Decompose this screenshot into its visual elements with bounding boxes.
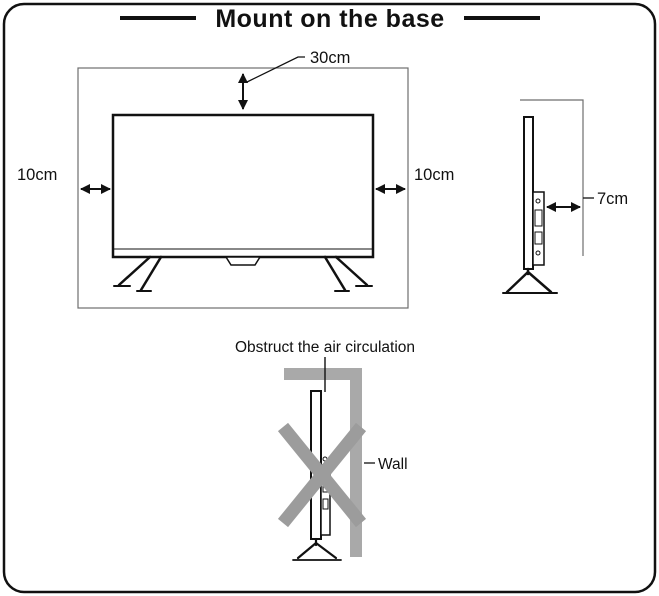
tv-center-tab — [224, 256, 262, 266]
warning-caption: Obstruct the air circulation — [235, 339, 415, 356]
cross-mark — [277, 422, 367, 528]
cross-line-2 — [277, 422, 367, 528]
warning-tv-stand — [292, 537, 342, 561]
front-tv — [111, 113, 375, 292]
right-clearance-label: 10cm — [414, 166, 454, 184]
wall-vertical-bar — [350, 368, 362, 557]
side-view: 7cm — [502, 99, 628, 294]
side-tv-panel — [523, 116, 534, 270]
side-tv-detail-port2 — [534, 231, 543, 245]
rear-clearance-label: 7cm — [597, 190, 628, 208]
top-clearance-dimension: 30cm — [238, 49, 350, 110]
tv-screen — [111, 113, 375, 259]
top-clearance-label: 30cm — [310, 49, 350, 67]
side-tv-detail-port — [534, 209, 543, 227]
top-clearance-leader-line — [246, 56, 305, 83]
side-tv — [502, 116, 558, 294]
side-tv-detail-dot2 — [535, 250, 541, 256]
tv-left-foot — [113, 255, 163, 292]
wall-label-group: Wall — [364, 456, 408, 473]
wall-label: Wall — [378, 456, 408, 473]
front-view: 30cm 10cm 10cm — [17, 49, 454, 309]
left-clearance-dimension: 10cm — [17, 166, 111, 194]
right-clearance-dimension: 10cm — [375, 166, 454, 194]
wall-top-bar — [284, 368, 362, 380]
left-clearance-label: 10cm — [17, 166, 57, 184]
warning-view: Obstruct the air circulation — [235, 339, 415, 561]
title: Mount on the base — [120, 5, 540, 33]
front-clearance-boundary — [77, 67, 409, 309]
warning-tv-detail-port2 — [322, 498, 329, 510]
rear-clearance-dimension: 7cm — [546, 190, 628, 212]
side-tv-back-box — [532, 191, 545, 266]
side-tv-detail-dot — [535, 198, 541, 204]
side-tv-stand — [502, 267, 558, 294]
tv-right-foot — [323, 255, 373, 292]
side-clearance-boundary — [520, 99, 584, 256]
page-title: Mount on the base — [215, 5, 444, 33]
